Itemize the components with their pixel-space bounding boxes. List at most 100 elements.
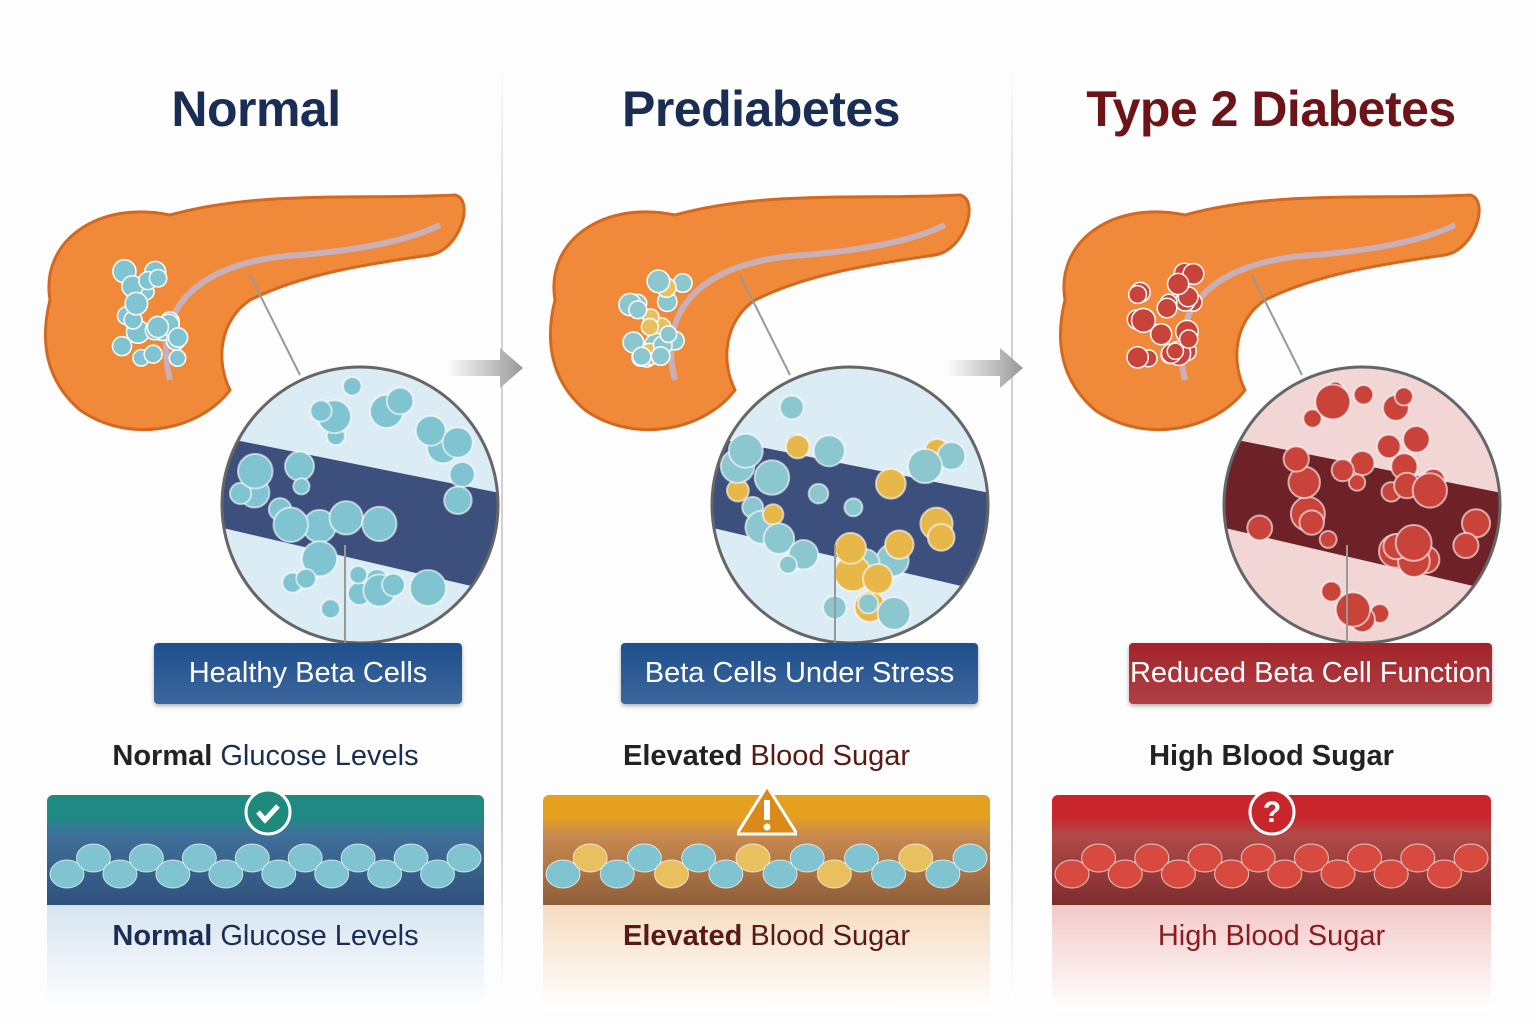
- callout-line: [1251, 274, 1303, 376]
- blood-cell: [234, 843, 270, 873]
- cell: [727, 432, 764, 469]
- band-reflection: [543, 905, 990, 1010]
- blood-cell: [128, 843, 164, 873]
- cell: [1347, 473, 1367, 492]
- blood-cell: [789, 843, 825, 873]
- cell: [320, 598, 341, 620]
- islet-cell: [1178, 329, 1199, 349]
- cell: [348, 565, 369, 585]
- blood-cell: [420, 859, 456, 889]
- cell: [1318, 529, 1338, 549]
- blood-cell: [898, 843, 934, 873]
- cell: [342, 376, 363, 397]
- blood-cell: [49, 859, 85, 889]
- cell: [834, 531, 868, 565]
- band-reflection: [1052, 905, 1491, 1010]
- svg-text:?: ?: [1262, 796, 1280, 829]
- divider: [501, 60, 503, 1000]
- blood-cell: [762, 859, 798, 889]
- cell: [812, 434, 846, 468]
- magnified-view: [222, 367, 498, 643]
- islet-cell: [1166, 342, 1185, 361]
- blood-cell: [393, 843, 429, 873]
- blood-cell: [626, 843, 662, 873]
- islet-cell: [646, 269, 671, 294]
- cell: [361, 505, 398, 543]
- magnified-view: [1224, 367, 1500, 643]
- cell: [381, 572, 406, 598]
- status-rest: Glucose Levels: [212, 740, 419, 772]
- blood-cell: [708, 859, 744, 889]
- blood-cell: [75, 843, 111, 873]
- band-reflection: [47, 905, 484, 1010]
- cell: [1452, 531, 1480, 560]
- islet-cell: [146, 315, 170, 339]
- blood-cell: [572, 843, 608, 873]
- status-bold: Normal: [112, 740, 213, 772]
- cell: [448, 461, 476, 489]
- blood-cell: [1293, 843, 1329, 873]
- cell: [1302, 408, 1323, 429]
- blood-cell: [340, 843, 376, 873]
- cell: [1411, 472, 1449, 509]
- cell: [309, 399, 333, 423]
- islet-cell: [640, 317, 660, 337]
- blood-cell: [261, 859, 297, 889]
- bottom-caption: High Blood Sugar: [1052, 920, 1491, 953]
- blood-cell: [952, 843, 988, 873]
- cell: [778, 394, 805, 421]
- cell: [443, 485, 473, 516]
- cell: [762, 522, 796, 555]
- islet-cell: [631, 346, 652, 367]
- cell: [228, 481, 253, 506]
- islet-cell: [168, 349, 187, 368]
- blood-cell: [208, 859, 244, 889]
- bottom-caption: Elevated Blood Sugar: [543, 920, 990, 953]
- bottom-caption: Normal Glucose Levels: [47, 920, 484, 953]
- stage-title: Normal: [171, 81, 341, 137]
- status-heading: High Blood Sugar: [1052, 740, 1491, 773]
- cell: [1298, 509, 1325, 536]
- pancreas-illustration: [1059, 193, 1502, 645]
- cell: [907, 448, 944, 485]
- blood-cell: [1240, 843, 1276, 873]
- cell: [295, 567, 317, 590]
- cell: [807, 482, 830, 505]
- bottom-rest: High Blood Sugar: [1157, 920, 1386, 952]
- pancreas-illustration: [44, 193, 500, 645]
- cell: [778, 554, 798, 575]
- blood-cell: [599, 859, 635, 889]
- islet-cell: [1127, 284, 1148, 305]
- cell: [272, 506, 309, 544]
- islet-cell: [1166, 272, 1190, 296]
- pancreas-illustration: [549, 193, 990, 645]
- islet-cell: [111, 335, 133, 357]
- status-bold: Elevated: [623, 740, 743, 772]
- islet-cell: [659, 325, 678, 344]
- blood-cell: [1453, 843, 1489, 873]
- status-rest: Blood Sugar: [742, 740, 910, 772]
- blood-cell: [1134, 843, 1170, 873]
- cell: [862, 562, 894, 595]
- cell: [1330, 458, 1355, 483]
- stage-title: Prediabetes: [622, 81, 900, 137]
- cell: [414, 414, 447, 447]
- blood-cell: [1347, 843, 1383, 873]
- blood-cell: [102, 859, 138, 889]
- cell: [857, 592, 880, 615]
- blood-cell: [367, 859, 403, 889]
- pancreas: [549, 193, 971, 432]
- divider: [1011, 60, 1013, 1000]
- blood-cell: [1187, 843, 1223, 873]
- cell: [1314, 383, 1352, 421]
- blood-cell: [1373, 859, 1409, 889]
- blood-cell: [735, 843, 771, 873]
- blood-cell: [1267, 859, 1303, 889]
- blood-cell: [287, 843, 323, 873]
- blood-cell: [654, 859, 690, 889]
- cell: [1376, 433, 1402, 460]
- stage-title: Type 2 Diabetes: [1086, 81, 1456, 137]
- cell: [300, 540, 339, 578]
- blood-cell: [681, 843, 717, 873]
- islet-cell: [148, 268, 168, 288]
